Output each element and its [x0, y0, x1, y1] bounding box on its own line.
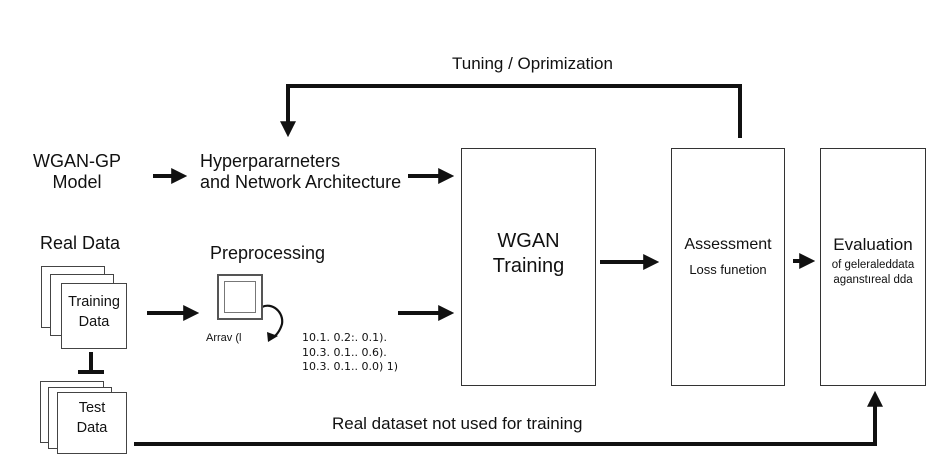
array-row: 10.3. 0.1.. 0.6). [302, 345, 387, 359]
test-data-doc: Test Data [57, 392, 127, 454]
preprocessing-curve-arrowhead [267, 332, 278, 342]
evaluation-sub1: of geleraleddata [831, 259, 915, 271]
array-box [217, 274, 263, 320]
wgan-line1: WGAN [497, 230, 560, 252]
bottom-label: Real dataset not used for training [332, 414, 583, 433]
wgan-line2: Training [492, 255, 565, 277]
model-label: WGAN-GP Model [33, 151, 121, 192]
evaluation-sub2: aganstıreal dda [833, 274, 913, 286]
feedback-loop-arrow [280, 84, 742, 138]
assessment-title: Assessment [684, 236, 772, 253]
array-box-inner [224, 281, 256, 313]
model-line1: WGAN-GP [33, 151, 121, 171]
preprocessing-curve-arrow [261, 304, 284, 339]
array-label: Arrav (l [206, 332, 242, 344]
real-data-label: Real Data [40, 233, 121, 253]
hyper-line2: and Network Architecture [200, 171, 402, 192]
array-row: 10.1. 0.2:. 0.1). [302, 331, 387, 344]
array-row: 10.3. 0.1.. 0.0) 1) [302, 360, 399, 374]
evaluation-box: Evaluation of geleraleddata aganstıreal … [820, 148, 926, 386]
hyper-line1: Hyperpararneters [200, 151, 341, 171]
test-line1: Test [78, 400, 106, 416]
assessment-box: Assessment Loss funetion [671, 148, 785, 386]
training-data-doc: Training Data [61, 283, 127, 349]
feedback-label: Tuning / Oprimization [452, 54, 613, 73]
wgan-training-box: WGAN Training [461, 148, 596, 386]
training-line1: Training [68, 294, 120, 310]
evaluation-title: Evaluation [833, 235, 913, 254]
model-line2: Model [52, 171, 102, 192]
test-line2: Data [76, 419, 108, 436]
assessment-subtitle: Loss funetion [689, 262, 767, 277]
array-values: 10.1. 0.2:. 0.1). 10.3. 0.1.. 0.6). 10.3… [302, 331, 398, 375]
hyper-label: Hyperpararneters and Network Architectur… [200, 151, 401, 192]
test-to-evaluation-arrow [134, 390, 883, 446]
training-line2: Data [78, 313, 110, 330]
preprocessing-title: Preprocessing [210, 243, 326, 263]
